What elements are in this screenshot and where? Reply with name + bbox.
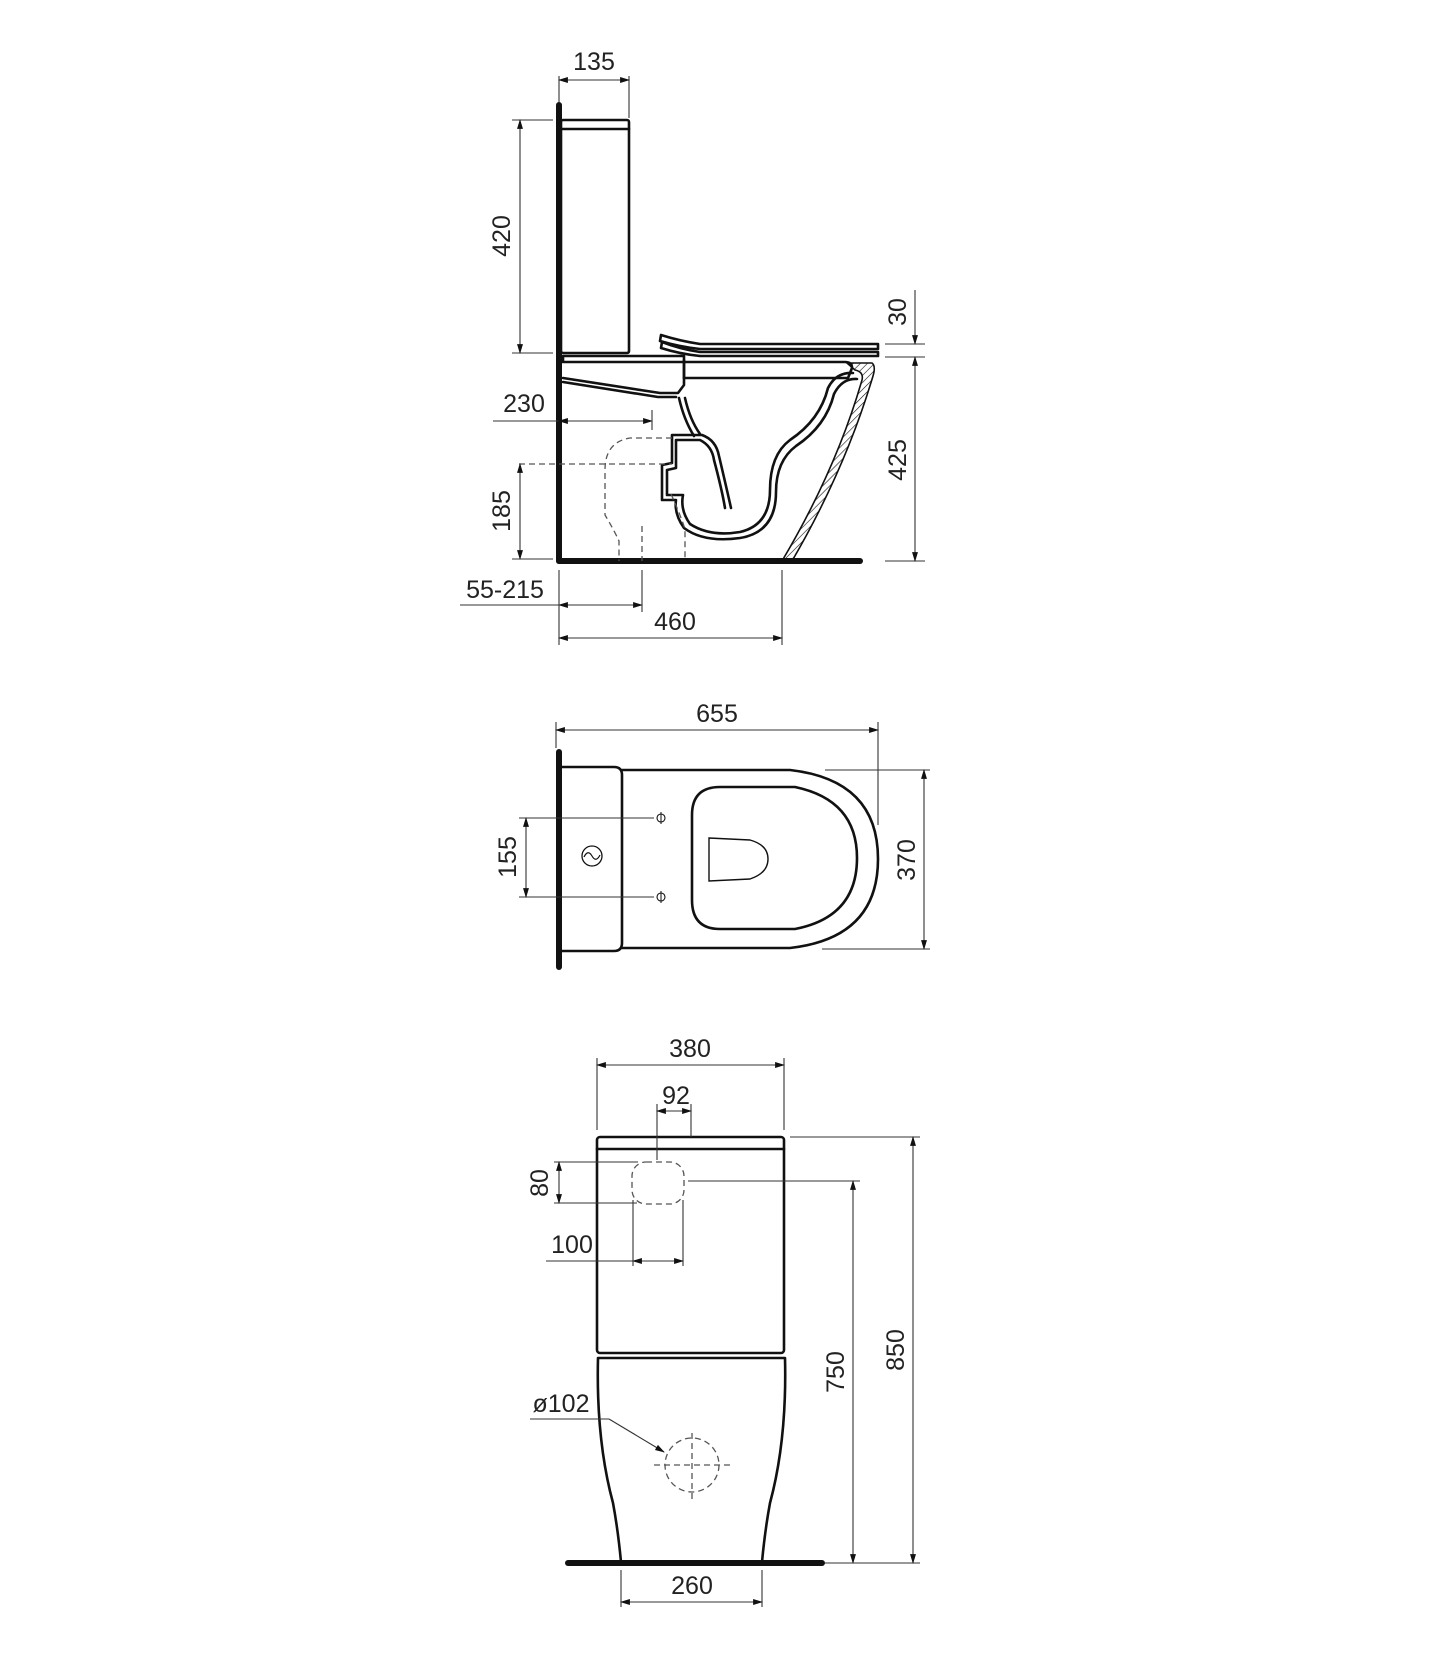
front-view: 380 92 80 100 ø102 750 bbox=[526, 1035, 920, 1607]
dim-overall-length: 655 bbox=[696, 700, 738, 728]
dim-inlet-distance: 230 bbox=[503, 390, 545, 418]
dim-inlet-offset: 92 bbox=[662, 1082, 690, 1110]
dim-bolt-spacing: 155 bbox=[494, 836, 522, 878]
dim-outlet-height: 185 bbox=[488, 490, 516, 532]
seat-lid-side bbox=[658, 333, 880, 358]
bowl-outer-shell bbox=[780, 362, 876, 562]
outlet-dashed bbox=[519, 437, 686, 561]
bowl-outline-top bbox=[620, 768, 880, 950]
dim-base-width: 260 bbox=[671, 1572, 713, 1600]
flush-channel bbox=[561, 354, 854, 399]
dim-inlet-height-zone: 80 bbox=[526, 1169, 554, 1197]
drain-symbol-icon bbox=[581, 845, 603, 867]
dim-base-depth: 460 bbox=[654, 608, 696, 636]
dim-tank-depth: 135 bbox=[573, 48, 615, 76]
dim-tank-width: 380 bbox=[669, 1035, 711, 1063]
bowl-trap bbox=[660, 371, 859, 541]
dim-outlet-diameter: ø102 bbox=[533, 1390, 590, 1418]
side-dimensions: 135 420 230 185 55-215 460 bbox=[460, 48, 925, 645]
dim-seat-thickness: 30 bbox=[884, 298, 912, 326]
top-view: 655 155 370 bbox=[494, 700, 930, 970]
cistern-side bbox=[559, 118, 631, 355]
dim-setout-range: 55-215 bbox=[466, 576, 544, 604]
outlet-circle-dashed bbox=[654, 1433, 730, 1500]
dim-overall-width: 370 bbox=[893, 839, 921, 881]
seat-outline-top bbox=[690, 785, 859, 931]
top-dimensions: 655 155 370 bbox=[494, 700, 930, 950]
dim-inlet-width-zone: 100 bbox=[551, 1231, 593, 1259]
front-dimensions: 380 92 80 100 ø102 750 bbox=[526, 1035, 920, 1607]
side-view: 135 420 230 185 55-215 460 bbox=[460, 48, 925, 645]
cistern-front bbox=[595, 1135, 786, 1355]
dim-inlet-height: 750 bbox=[822, 1351, 850, 1393]
inlet-zone-dashed bbox=[631, 1161, 685, 1205]
cistern-top bbox=[560, 765, 624, 953]
dim-tank-height: 420 bbox=[488, 215, 516, 257]
dim-seat-height: 425 bbox=[884, 439, 912, 481]
pan-front bbox=[596, 1356, 787, 1564]
bolt-hole-icon bbox=[656, 812, 666, 903]
bowl-opening bbox=[708, 837, 769, 882]
dim-overall-height: 850 bbox=[882, 1329, 910, 1371]
